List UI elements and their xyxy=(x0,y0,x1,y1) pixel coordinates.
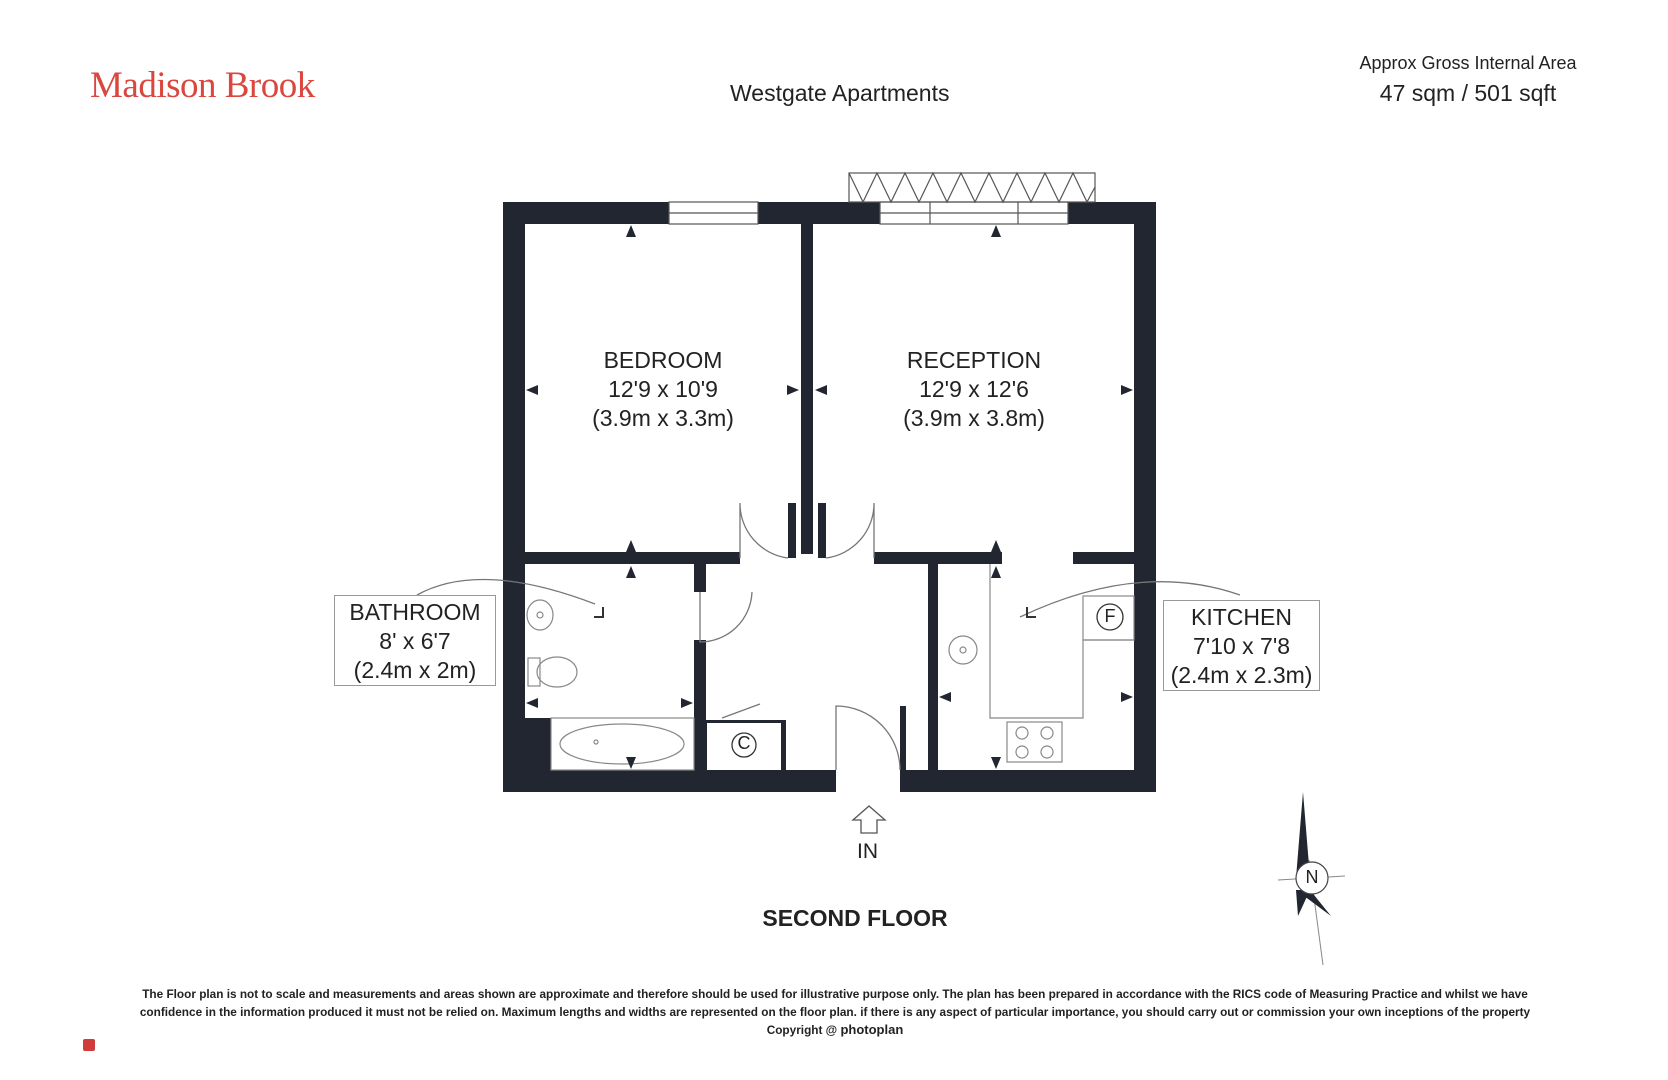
door-bedroom xyxy=(739,502,789,559)
wall-bath-corner xyxy=(525,718,551,770)
photoplan-logo-icon xyxy=(83,1039,95,1051)
disclaimer-line-1: The Floor plan is not to scale and measu… xyxy=(142,987,1528,1001)
compass xyxy=(1277,792,1346,966)
entrance-arrow xyxy=(851,805,887,834)
balcony xyxy=(848,172,1096,203)
entrance-label: IN xyxy=(857,840,878,863)
bathroom-metric: (2.4m x 2m) xyxy=(353,657,477,683)
door-cupboard xyxy=(721,703,761,719)
wall-stub-a xyxy=(788,503,796,558)
wall-outer-bottom-left xyxy=(503,770,836,792)
disclaimer-line-2: confidence in the information produced i… xyxy=(139,1005,1531,1019)
wall-mid-centre xyxy=(874,552,1002,564)
bathroom-name: BATHROOM xyxy=(349,599,481,625)
wall-cupboard-left xyxy=(704,722,707,770)
bedroom-label: BEDROOM 12'9 x 10'9 (3.9m x 3.3m) xyxy=(563,346,763,433)
wall-stub-b xyxy=(818,503,826,558)
basin xyxy=(526,599,554,631)
door-reception xyxy=(825,502,875,559)
door-bathroom-swing xyxy=(416,578,596,605)
swing-ends xyxy=(594,607,1036,618)
reception-name: RECEPTION xyxy=(906,347,1042,373)
kitchen-sink xyxy=(948,635,978,665)
property-title: Westgate Apartments xyxy=(730,80,950,106)
fridge-marker xyxy=(1096,603,1124,631)
wall-outer-right-upper xyxy=(1134,202,1156,552)
bathroom-imperial: 8' x 6'7 xyxy=(379,628,451,654)
wall-mid-left xyxy=(525,552,740,564)
kitchen-name: KITCHEN xyxy=(1191,604,1292,630)
bedroom-metric: (3.9m x 3.3m) xyxy=(592,405,734,431)
toilet xyxy=(536,656,578,688)
bath xyxy=(550,717,695,771)
wall-outer-bottom-right xyxy=(900,770,1156,792)
kitchen-label: KITCHEN 7'10 x 7'8 (2.4m x 2.3m) xyxy=(1163,600,1320,691)
doors xyxy=(416,502,1241,771)
area-value: 47 sqm / 501 sqft xyxy=(1379,80,1557,106)
gross-area: Approx Gross Internal Area 47 sqm / 501 … xyxy=(1348,53,1588,107)
bedroom-name: BEDROOM xyxy=(603,347,723,373)
door-bathroom xyxy=(699,591,753,643)
wall-outer-top-left xyxy=(503,202,669,224)
copyright-text: Copyright @ xyxy=(766,1023,838,1037)
wall-mid-right xyxy=(1073,552,1134,564)
wall-bath-right-bottom xyxy=(694,640,706,770)
cupboard-letter: C xyxy=(737,733,751,753)
fridge-letter: F xyxy=(1104,606,1116,626)
wall-bed-reception xyxy=(801,224,813,554)
wall-cupboard-top xyxy=(704,720,786,723)
reception-imperial: 12'9 x 12'6 xyxy=(919,376,1029,402)
compass-letter: N xyxy=(1305,867,1319,887)
wall-bath-right-top xyxy=(694,564,706,592)
wall-outer-right-lower xyxy=(1134,552,1156,792)
dimension-arrows xyxy=(526,225,1133,769)
fridge xyxy=(1082,595,1135,641)
walls xyxy=(503,202,1156,792)
bedroom-imperial: 12'9 x 10'9 xyxy=(608,376,718,402)
wall-hall-right xyxy=(928,564,938,770)
disclaimer: The Floor plan is not to scale and measu… xyxy=(80,985,1590,1051)
cupboard-marker xyxy=(731,732,757,758)
kitchen-metric: (2.4m x 2.3m) xyxy=(1170,662,1313,688)
door-entrance xyxy=(835,705,901,771)
door-kitchen-swing xyxy=(1019,581,1241,618)
wall-entrance-right xyxy=(900,706,906,770)
wall-cupboard-right xyxy=(781,722,786,770)
bathroom-fittings xyxy=(526,599,695,771)
floor-name: SECOND FLOOR xyxy=(762,905,948,931)
wall-outer-top-mid xyxy=(758,202,880,224)
brand-logo: Madison Brook xyxy=(90,65,315,106)
kitchen-counter xyxy=(948,564,1135,763)
hob xyxy=(1006,721,1063,763)
windows xyxy=(668,171,1096,225)
photoplan-logo: photoplan xyxy=(840,1022,904,1037)
wall-kitchen-left xyxy=(934,564,938,770)
kitchen-imperial: 7'10 x 7'8 xyxy=(1192,633,1291,659)
copyright: Copyright @ photoplan xyxy=(80,1021,1590,1051)
reception-label: RECEPTION 12'9 x 12'6 (3.9m x 3.8m) xyxy=(874,346,1074,433)
reception-metric: (3.9m x 3.8m) xyxy=(903,405,1045,431)
bathroom-label: BATHROOM 8' x 6'7 (2.4m x 2m) xyxy=(334,595,496,686)
area-label: Approx Gross Internal Area xyxy=(1359,53,1577,73)
wall-outer-left xyxy=(503,202,525,792)
